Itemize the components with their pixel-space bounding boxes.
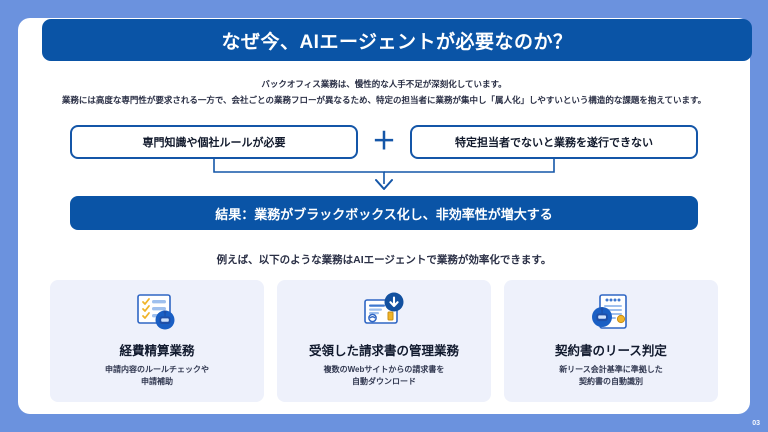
contract-robot-icon — [588, 290, 634, 336]
condition-box-right: 特定担当者でないと業務を遂行できない — [410, 125, 698, 159]
card-description-line-2: 自動ダウンロード — [352, 377, 416, 386]
condition-box-left: 専門知識や個社ルールが必要 — [70, 125, 358, 159]
card-description: 新リース会計基準に準拠した 契約書の自動識別 — [559, 364, 663, 388]
result-banner: 結果：業務がブラックボックス化し、非効率性が増大する — [70, 196, 698, 230]
card-description-line-2: 契約書の自動識別 — [578, 377, 643, 386]
use-case-card-list: 経費精算業務 申請内容のルールチェックや 申請補助 受領した請求書の管理業務 複… — [50, 280, 718, 402]
card-description: 複数のWebサイトからの請求書を 自動ダウンロード — [324, 364, 445, 388]
lead-paragraph: バックオフィス業務は、慢性的な人手不足が深刻化しています。 業務には高度な専門性… — [18, 76, 750, 108]
card-title: 経費精算業務 — [119, 344, 195, 358]
card-description: 申請内容のルールチェックや 申請補助 — [105, 364, 209, 388]
use-case-card-lease[interactable]: 契約書のリース判定 新リース会計基準に準拠した 契約書の自動識別 — [504, 280, 718, 402]
use-case-card-invoice[interactable]: 受領した請求書の管理業務 複数のWebサイトからの請求書を 自動ダウンロード — [277, 280, 491, 402]
invoice-download-icon — [361, 290, 407, 336]
page-title: なぜ今、AIエージェントが必要なのか？ — [221, 31, 573, 53]
example-heading: 例えば、以下のような業務はAIエージェントで業務が効率化できます。 — [216, 254, 552, 266]
result-label: 結果：業務がブラックボックス化し、非効率性が増大する — [215, 206, 553, 222]
card-description-line-2: 申請補助 — [141, 377, 173, 386]
slide-title-bar: なぜ今、AIエージェントが必要なのか？ — [42, 19, 752, 61]
card-description-line-1: 申請内容のルールチェックや — [105, 365, 209, 374]
checklist-robot-icon — [134, 290, 180, 336]
lead-line-2: 業務には高度な専門性が要求される一方で、会社ごとの業務フローが異なるため、特定の… — [61, 95, 707, 105]
condition-right-label: 特定担当者でないと業務を遂行できない — [455, 137, 653, 149]
condition-row: 専門知識や個社ルールが必要 ＋ 特定担当者でないと業務を遂行できない — [70, 125, 698, 159]
lead-line-1: バックオフィス業務は、慢性的な人手不足が深刻化しています。 — [261, 79, 507, 89]
connector-arrow — [213, 158, 555, 190]
card-title: 契約書のリース判定 — [555, 344, 667, 358]
use-case-card-expense[interactable]: 経費精算業務 申請内容のルールチェックや 申請補助 — [50, 280, 264, 402]
card-title: 受領した請求書の管理業務 — [308, 344, 459, 358]
card-description-line-1: 複数のWebサイトからの請求書を — [323, 365, 445, 374]
condition-left-label: 専門知識や個社ルールが必要 — [142, 137, 286, 149]
plus-icon: ＋ — [372, 128, 396, 155]
card-description-line-1: 新リース会計基準に準拠した — [559, 365, 663, 374]
page-number: 03 — [752, 420, 760, 427]
